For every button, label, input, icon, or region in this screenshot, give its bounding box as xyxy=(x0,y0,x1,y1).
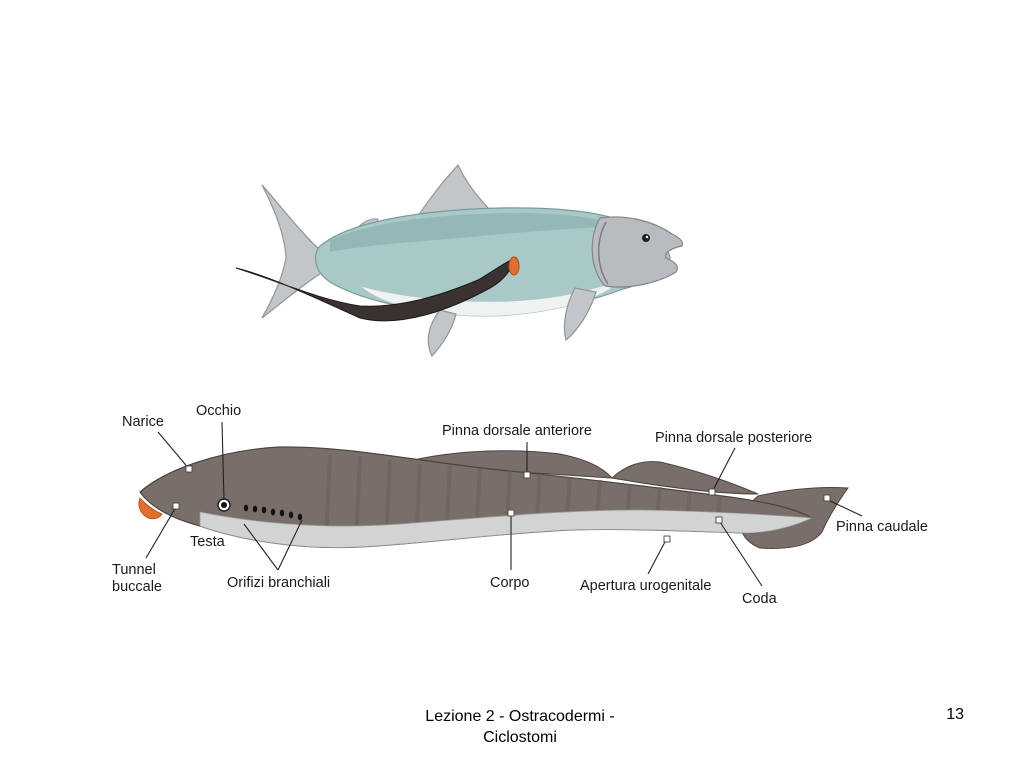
label-pinna-dorsale-anteriore: Pinna dorsale anteriore xyxy=(442,423,592,439)
label-testa: Testa xyxy=(190,534,226,550)
label-tunnel-line2: buccale xyxy=(112,579,162,595)
label-narice: Narice xyxy=(122,414,164,430)
lamprey-anatomy-illustration xyxy=(138,446,849,549)
label-tunnel-line1: Tunnel xyxy=(112,562,156,578)
label-occhio: Occhio xyxy=(196,403,241,419)
gill-openings xyxy=(243,504,303,521)
fish-pectoral-fin xyxy=(563,287,597,342)
fish-tail-fin xyxy=(261,184,327,319)
label-apertura-urogenitale: Apertura urogenitale xyxy=(580,578,711,594)
footer-title: Lezione 2 - Ostracodermi - Ciclostomi xyxy=(380,706,660,748)
lamprey-belly xyxy=(199,509,813,548)
attached-lamprey-mouth xyxy=(508,256,520,276)
fish-eye xyxy=(642,234,650,242)
attached-lamprey-illustration xyxy=(235,256,520,322)
label-orifizi-branchiali: Orifizi branchiali xyxy=(227,575,330,591)
page-number: 13 xyxy=(946,706,964,723)
label-pinna-caudale: Pinna caudale xyxy=(836,519,928,535)
fish-dorsal-fin xyxy=(416,163,494,217)
leader-lines xyxy=(145,421,863,587)
fish-back-shade xyxy=(330,213,618,252)
fish-head xyxy=(591,216,684,288)
label-corpo: Corpo xyxy=(490,575,530,591)
label-pinna-dorsale-posteriore: Pinna dorsale posteriore xyxy=(655,430,812,446)
diagram-labels: Narice Occhio Pinna dorsale anteriore Pi… xyxy=(112,403,928,607)
label-coda: Coda xyxy=(742,591,778,607)
fish-pelvic-fin xyxy=(427,309,457,358)
host-fish-illustration xyxy=(261,163,684,358)
footer-title-line2: Ciclostomi xyxy=(483,729,557,746)
fish-gill-line xyxy=(598,221,609,285)
anchor-markers xyxy=(172,465,831,543)
footer-title-line1: Lezione 2 - Ostracodermi - xyxy=(425,708,615,725)
oral-disc xyxy=(138,497,163,520)
posterior-dorsal-fin xyxy=(610,461,759,495)
